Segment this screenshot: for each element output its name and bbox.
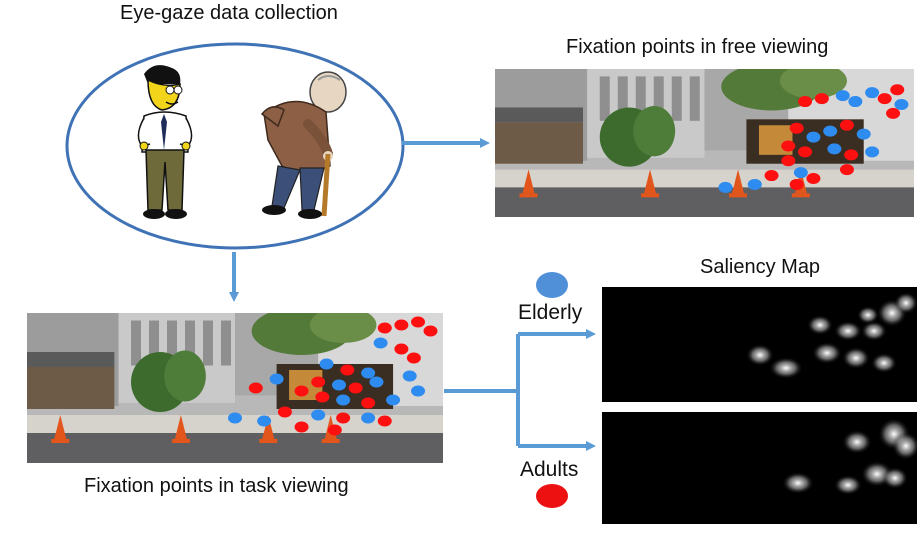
free-viewing-fixation-point (747, 178, 762, 190)
task-viewing-fixation-point (373, 337, 388, 349)
adults-legend-dot (536, 484, 568, 508)
free-viewing-fixation-point (764, 170, 779, 182)
adults-saliency-blob (782, 472, 814, 494)
elderly-man-with-cane-icon (260, 71, 347, 219)
task-viewing-fixation-point (332, 379, 346, 391)
free-viewing-street-photo (495, 69, 914, 217)
task-viewing-fixation-point (294, 421, 309, 433)
free-viewing-fixation-point (877, 93, 892, 105)
free-viewing-fixation-point (806, 173, 821, 185)
task-viewing-fixation-point (311, 409, 326, 421)
task-viewing-fixation-point (248, 382, 263, 394)
task-viewing-fixation-point (327, 424, 342, 436)
task-viewing-title: Fixation points in task viewing (84, 475, 349, 497)
task-viewing-fixation-point (269, 373, 284, 385)
elderly-saliency-blob (746, 344, 774, 366)
free-viewing-fixation-point (894, 99, 909, 111)
task-viewing-fixation-point (257, 415, 272, 427)
adults-legend-label: Adults (520, 458, 579, 481)
free-viewing-fixation-point (835, 90, 850, 102)
task-viewing-fixation-point (402, 370, 417, 382)
elderly-saliency-blob (842, 347, 870, 369)
free-viewing-fixation-point (718, 181, 733, 193)
free-viewing-fixation-point (789, 122, 804, 134)
task-viewing-fixation-point (369, 376, 384, 388)
young-man-figure-icon (137, 65, 193, 219)
elderly-saliency-blob (807, 315, 833, 335)
adults-saliency-blob (834, 475, 862, 495)
free-viewing-fixation-point (806, 131, 821, 143)
free-viewing-fixation-point (789, 178, 804, 190)
free-viewing-fixation-point (839, 164, 854, 176)
task-viewing-fixation-point (411, 385, 426, 397)
adults-saliency-blob (842, 430, 872, 454)
free-viewing-fixation-point (890, 84, 905, 96)
free-viewing-fixation-point (839, 119, 854, 131)
task-viewing-fixation-point (348, 382, 363, 394)
free-viewing-fixation-point (856, 128, 871, 140)
task-viewing-fixation-point (311, 376, 326, 388)
free-viewing-fixation-point (844, 149, 859, 161)
elderly-saliency-blob (861, 321, 887, 341)
free-viewing-fixation-point (793, 167, 808, 179)
elderly-saliency-blob (769, 357, 803, 379)
task-viewing-fixation-point (228, 412, 242, 424)
elderly-saliency-map (602, 287, 917, 402)
task-viewing-fixation-point (277, 406, 292, 418)
adults-saliency-blob (892, 432, 917, 460)
task-viewing-fixation-point (340, 364, 355, 376)
task-viewing-fixation-point (377, 415, 392, 427)
elderly-saliency-blob (834, 321, 862, 341)
elderly-legend-dot (536, 272, 568, 298)
task-viewing-fixation-point (377, 322, 392, 334)
task-viewing-street-photo (27, 313, 443, 463)
task-viewing-fixation-point (294, 385, 309, 397)
adults-saliency-blob (882, 467, 908, 489)
free-viewing-title: Fixation points in free viewing (566, 36, 829, 58)
task-viewing-fixation-point (386, 394, 401, 406)
elderly-saliency-blob (894, 292, 917, 314)
elderly-saliency-blob (871, 353, 897, 373)
free-viewing-fixation-point (798, 96, 813, 108)
task-viewing-fixation-point (406, 352, 421, 364)
saliency-map-title: Saliency Map (700, 256, 821, 278)
elderly-saliency-blob (857, 306, 879, 324)
free-viewing-fixation-point (781, 155, 796, 167)
free-viewing-fixation-point (823, 125, 838, 137)
task-viewing-fixation-point (394, 343, 409, 355)
task-viewing-fixation-point (336, 394, 351, 406)
elderly-legend-label: Elderly (518, 301, 583, 324)
free-viewing-fixation-point (848, 96, 863, 108)
free-viewing-fixation-point (814, 93, 829, 105)
task-viewing-fixation-point (336, 412, 351, 424)
free-viewing-fixation-point (886, 107, 901, 119)
free-viewing-fixation-point (865, 146, 880, 158)
task-viewing-fixation-point (423, 325, 438, 337)
free-viewing-fixation-point (827, 143, 842, 155)
task-viewing-fixation-point (411, 316, 426, 328)
free-viewing-fixation-point (798, 146, 813, 158)
task-viewing-fixation-point (315, 391, 330, 403)
free-viewing-fixation-point (865, 87, 880, 99)
task-viewing-fixation-point (361, 397, 376, 409)
adults-saliency-map (602, 412, 917, 524)
task-viewing-fixation-point (394, 319, 409, 331)
task-viewing-fixation-point (361, 412, 376, 424)
task-viewing-fixation-point (361, 367, 376, 379)
elderly-saliency-blob (812, 342, 842, 364)
task-viewing-fixation-point (319, 358, 334, 370)
free-viewing-fixation-point (781, 140, 796, 152)
collection-title: Eye-gaze data collection (120, 2, 338, 24)
